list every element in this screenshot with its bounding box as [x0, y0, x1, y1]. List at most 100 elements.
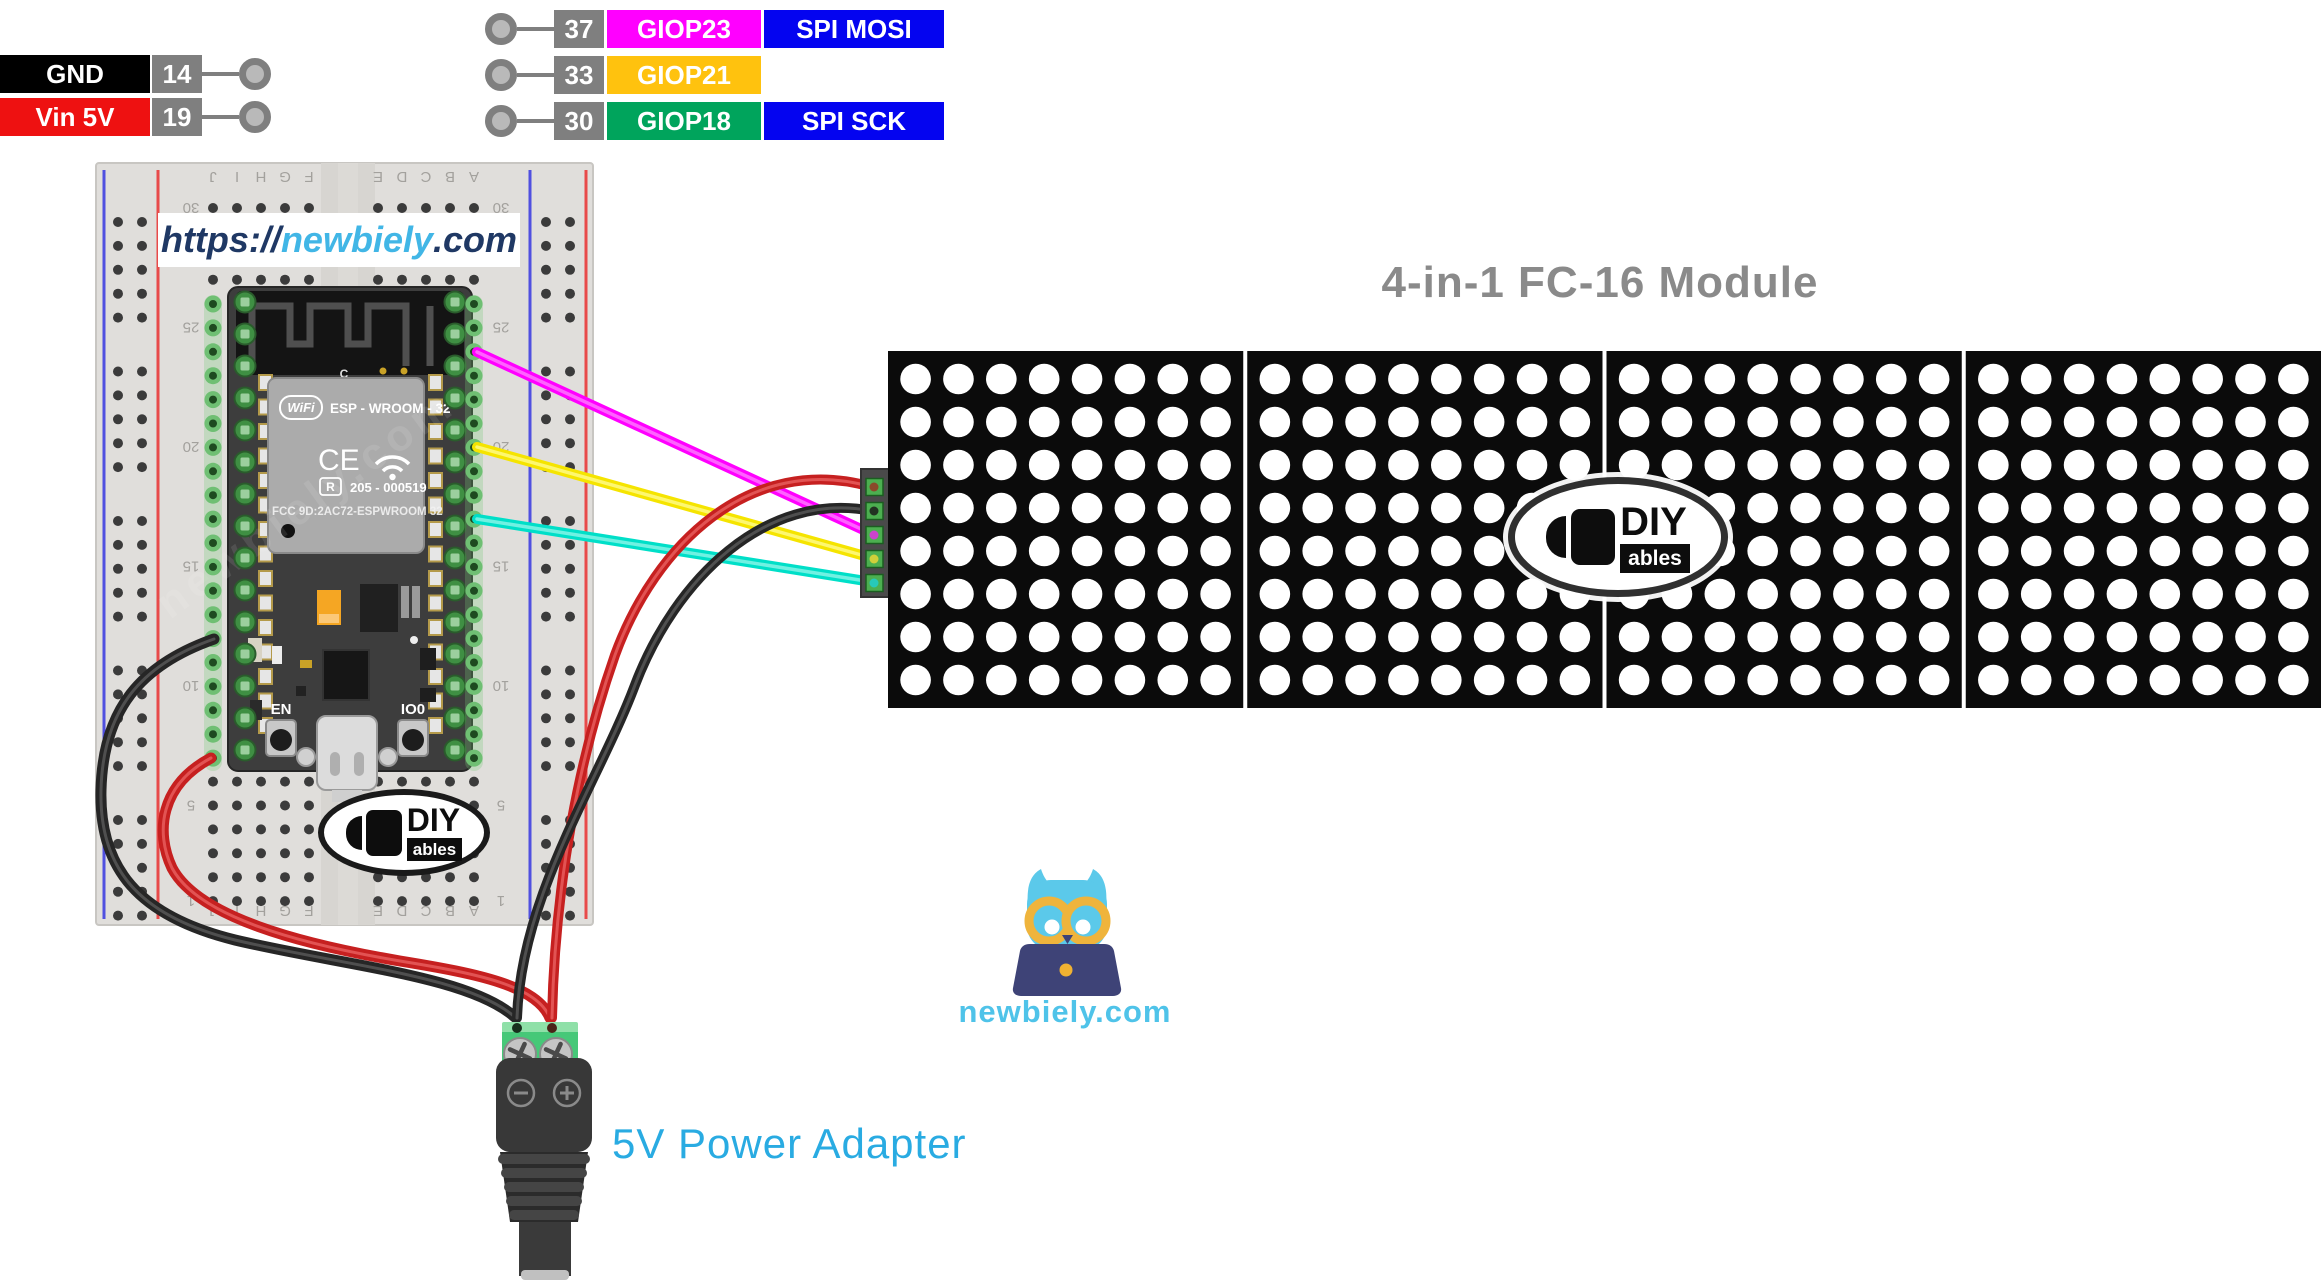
pin-label-row-vin: Vin 5V 19 [0, 98, 271, 136]
esp32-components [248, 584, 436, 720]
power-adapter-label: 5V Power Adapter [612, 1120, 967, 1167]
logo-text-diy: DIY [406, 802, 461, 838]
esp32-usb-connector [316, 715, 378, 802]
svg-text:J: J [209, 168, 217, 185]
svg-text:10: 10 [183, 677, 200, 694]
matrix-connector [860, 468, 890, 598]
svg-text:30: 30 [493, 199, 510, 216]
esp32-wifi-badge: WiFi [287, 400, 315, 415]
svg-text:C: C [420, 902, 431, 919]
esp32-reg-mark: R [326, 480, 335, 494]
breadboard-highlighted-holes [204, 295, 483, 771]
esp32-antenna-trace [248, 302, 410, 366]
svg-text:1: 1 [497, 892, 505, 909]
esp32-reg-number: 205 - 000519 [350, 480, 427, 495]
gpio-label: GIOP18 [607, 102, 761, 140]
svg-text:C: C [420, 168, 431, 185]
svg-text:25: 25 [183, 319, 200, 336]
matrix-panel-4 [1965, 351, 2321, 708]
wifi-glyph-icon [374, 455, 411, 466]
svg-text:G: G [279, 168, 291, 185]
esp32-ce-mark: CE [318, 444, 360, 477]
mascot-site-label: newbiely.com [958, 994, 1172, 1029]
pin-marker-icon [485, 105, 517, 137]
url-brand: newbiely [280, 219, 433, 260]
signal-label: Vin 5V [0, 98, 150, 136]
svg-text:10: 10 [493, 677, 510, 694]
esp32-shield: WiFi ESP - WROOM - 32 CE R 205 - 000519 … [267, 377, 451, 554]
leader-line [517, 119, 554, 123]
owl-mascot [1012, 869, 1122, 996]
svg-text:F: F [304, 168, 313, 185]
function-label: SPI MOSI [764, 10, 944, 48]
svg-text:E: E [373, 168, 383, 185]
esp32-board: C WiFi ESP - WROOM - 32 CE R 205 - 00051… [147, 286, 473, 802]
polarity-marks [506, 1078, 582, 1108]
svg-text:5: 5 [497, 797, 505, 814]
pin-number: 37 [554, 10, 604, 48]
module-title: 4-in-1 FC-16 Module [1381, 258, 1819, 307]
esp32-header-pins [233, 290, 467, 762]
pin-label-row-gpio23: 37 GIOP23 SPI MOSI [485, 10, 944, 48]
matrix-panel-1 [888, 351, 1244, 708]
pin-number: 19 [152, 98, 202, 136]
diyables-glyph-icon [345, 809, 402, 856]
leader-line [202, 115, 239, 119]
gpio-label: GIOP21 [607, 56, 761, 94]
leader-line [517, 27, 554, 31]
svg-text:D: D [396, 902, 407, 919]
esp32-en-button-label: EN [271, 701, 292, 718]
adapter-ribs [498, 1154, 590, 1220]
pin-number: 14 [152, 55, 202, 93]
logo-text-diy: DIY [1620, 499, 1687, 544]
pin-marker-icon [239, 58, 271, 90]
pin-marker-icon [485, 59, 517, 91]
svg-text:F: F [304, 902, 313, 919]
gpio-label: GIOP23 [607, 10, 761, 48]
svg-text:A: A [469, 168, 479, 185]
svg-text:E: E [373, 902, 383, 919]
svg-text:15: 15 [493, 558, 510, 575]
power-adapter [496, 1022, 592, 1280]
esp32-fcc-line: FCC 9D:2AC72-ESPWROOM 32 [272, 506, 443, 518]
svg-text:I: I [235, 168, 239, 185]
svg-text:B: B [445, 168, 455, 185]
svg-text:5: 5 [187, 797, 195, 814]
website-banner: https://newbiely.com [158, 213, 520, 267]
svg-text:20: 20 [183, 438, 200, 455]
logo-text-ables: ables [1620, 543, 1690, 573]
barrel-plug [519, 1222, 571, 1276]
adapter-body [496, 1058, 592, 1152]
esp32-antenna-mark: C [340, 367, 349, 381]
url-prefix: https:// [160, 219, 281, 260]
esp32-io0-button-label: IO0 [401, 701, 425, 718]
pin-number: 33 [554, 56, 604, 94]
pin-marker-icon [239, 101, 271, 133]
svg-text:30: 30 [183, 199, 200, 216]
svg-text:H: H [256, 902, 267, 919]
svg-text:D: D [396, 168, 407, 185]
diyables-glyph-icon [1546, 509, 1616, 565]
url-suffix: .com [433, 219, 518, 260]
pin-label-row-gnd: GND 14 [0, 55, 271, 93]
pin-number: 30 [554, 102, 604, 140]
signal-label: GND [0, 55, 150, 93]
leader-line [202, 72, 239, 76]
svg-text:25: 25 [493, 319, 510, 336]
svg-text:1: 1 [187, 892, 195, 909]
esp32-module-name: ESP - WROOM - 32 [330, 401, 451, 416]
svg-text:I: I [235, 902, 239, 919]
leader-line [517, 73, 554, 77]
pin-marker-icon [485, 13, 517, 45]
function-label: SPI SCK [764, 102, 944, 140]
pin-label-row-gpio18: 30 GIOP18 SPI SCK [485, 102, 944, 140]
svg-text:15: 15 [183, 558, 200, 575]
svg-text:G: G [279, 902, 291, 919]
svg-text:B: B [445, 902, 455, 919]
svg-text:H: H [256, 168, 267, 185]
wires [95, 347, 877, 1024]
